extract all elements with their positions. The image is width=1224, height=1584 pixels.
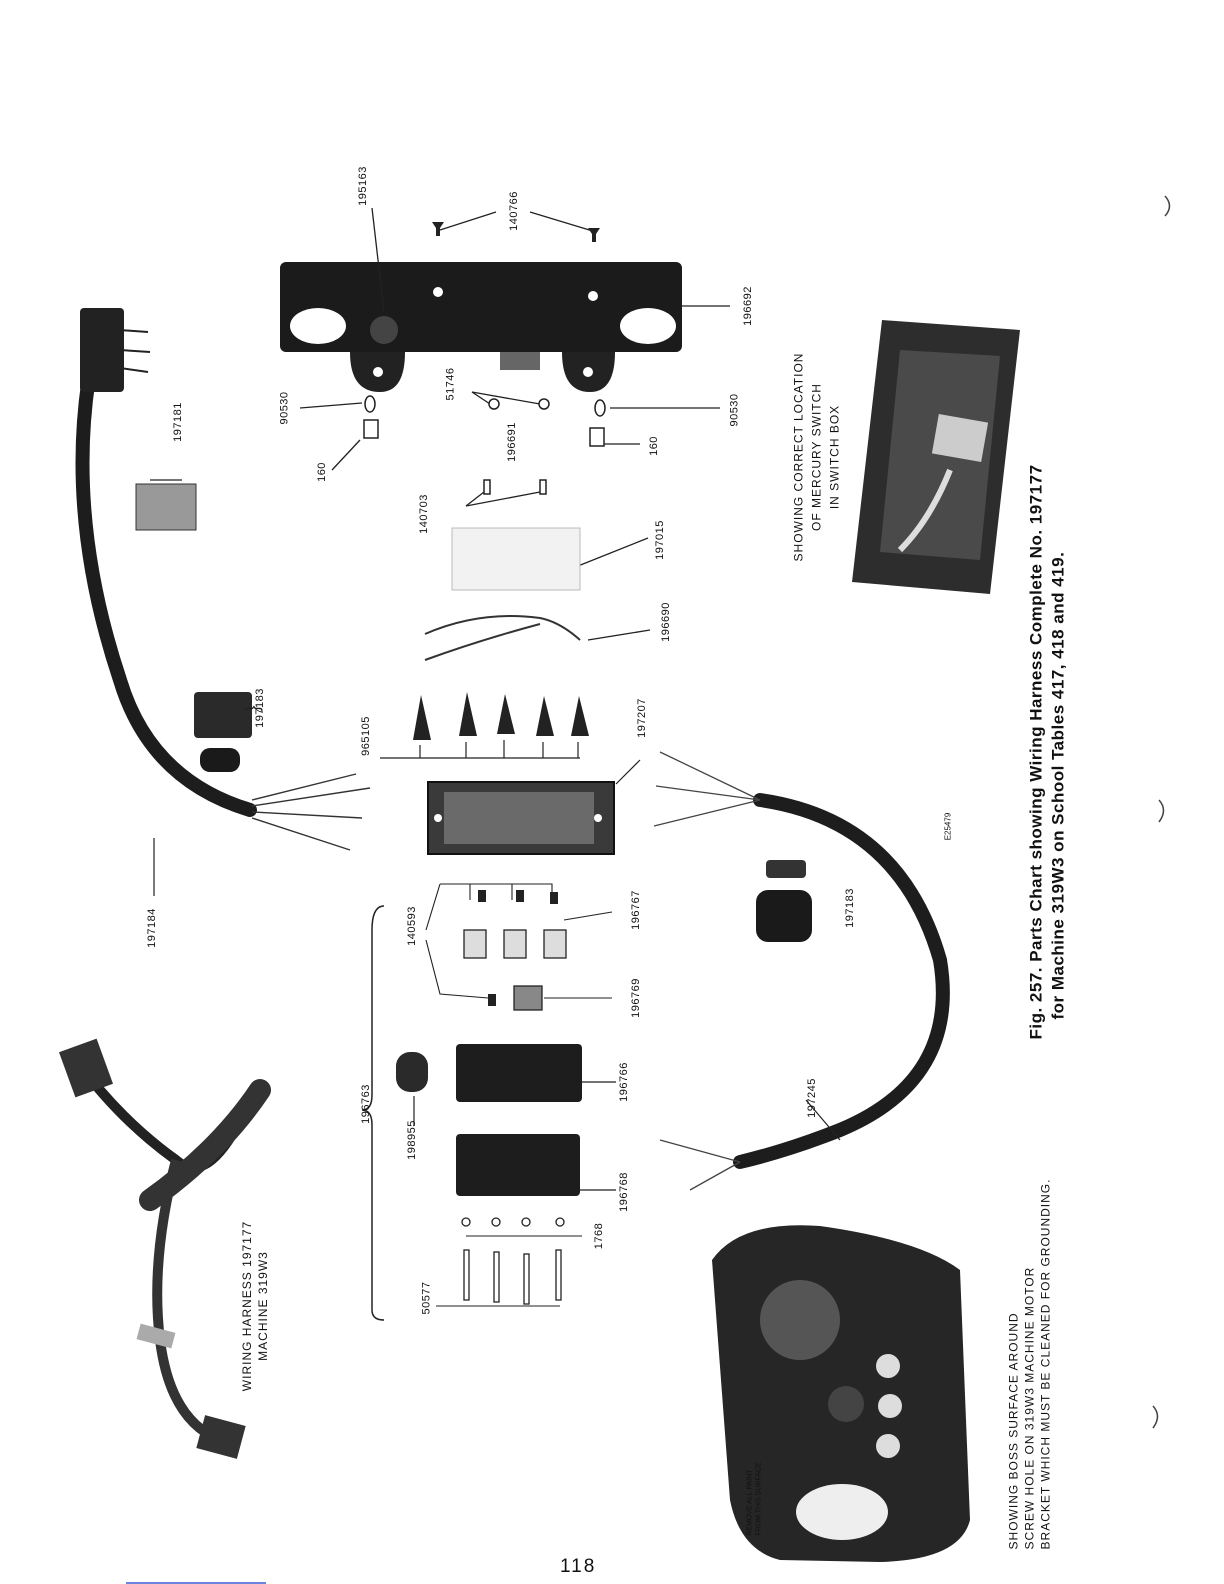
part-label-965105: 965105 (359, 716, 372, 756)
mounting-bracket-196692 (280, 262, 682, 392)
part-label-196690: 196690 (659, 602, 672, 642)
drawing-code: E25479 (943, 812, 953, 841)
part-label-196767: 196767 (629, 890, 642, 930)
part-label-140703: 140703 (417, 494, 430, 534)
part-label-196766: 196766 (617, 1062, 630, 1102)
part-label-196691: 196691 (505, 422, 518, 462)
part-label-140766: 140766 (507, 191, 520, 231)
part-label-197245: 197245 (805, 1078, 818, 1118)
page-number: 118 (560, 1556, 597, 1577)
figure-caption: Fig. 257. Parts Chart showing Wiring Har… (1026, 464, 1068, 1040)
part-label-197181: 197181 (171, 402, 184, 442)
part-label-197207: 197207 (635, 698, 648, 738)
harness-photo (58, 1038, 271, 1459)
part-label-1768: 1768 (593, 1222, 606, 1250)
part-label-90530-right: 90530 (728, 393, 741, 427)
part-label-197184: 197184 (145, 908, 158, 948)
part-label-196692: 196692 (741, 286, 754, 326)
switch-box-photo (852, 320, 1020, 594)
brace-197183-top: } (242, 705, 263, 712)
part-label-198955: 198955 (405, 1120, 418, 1160)
part-label-160-left: 160 (315, 462, 328, 482)
part-label-160-right: 160 (647, 436, 660, 456)
part-label-51746: 51746 (444, 367, 457, 401)
part-label-197183-bottom: 197183 (843, 888, 856, 928)
part-label-50577: 50577 (420, 1281, 433, 1315)
part-label-197015: 197015 (653, 520, 666, 560)
caption-remove-paint: REMOVE ALL PAINT FROM THIS SURFACE (746, 1462, 763, 1536)
part-label-196763: 196763 (359, 1084, 372, 1124)
caption-harness: WIRING HARNESS 197177 MACHINE 319W3 (240, 1220, 271, 1392)
caption-motor-bracket: SHOWING BOSS SURFACE AROUND SCREW HOLE O… (1006, 1178, 1053, 1550)
part-label-195163: 195163 (356, 166, 369, 206)
part-label-196768: 196768 (617, 1172, 630, 1212)
part-label-196769: 196769 (629, 978, 642, 1018)
part-label-90530-left: 90530 (278, 391, 291, 425)
caption-switch-box: SHOWING CORRECT LOCATION OF MERCURY SWIT… (791, 352, 842, 562)
motor-bracket-photo (712, 1225, 970, 1562)
part-label-140593: 140593 (405, 906, 418, 946)
